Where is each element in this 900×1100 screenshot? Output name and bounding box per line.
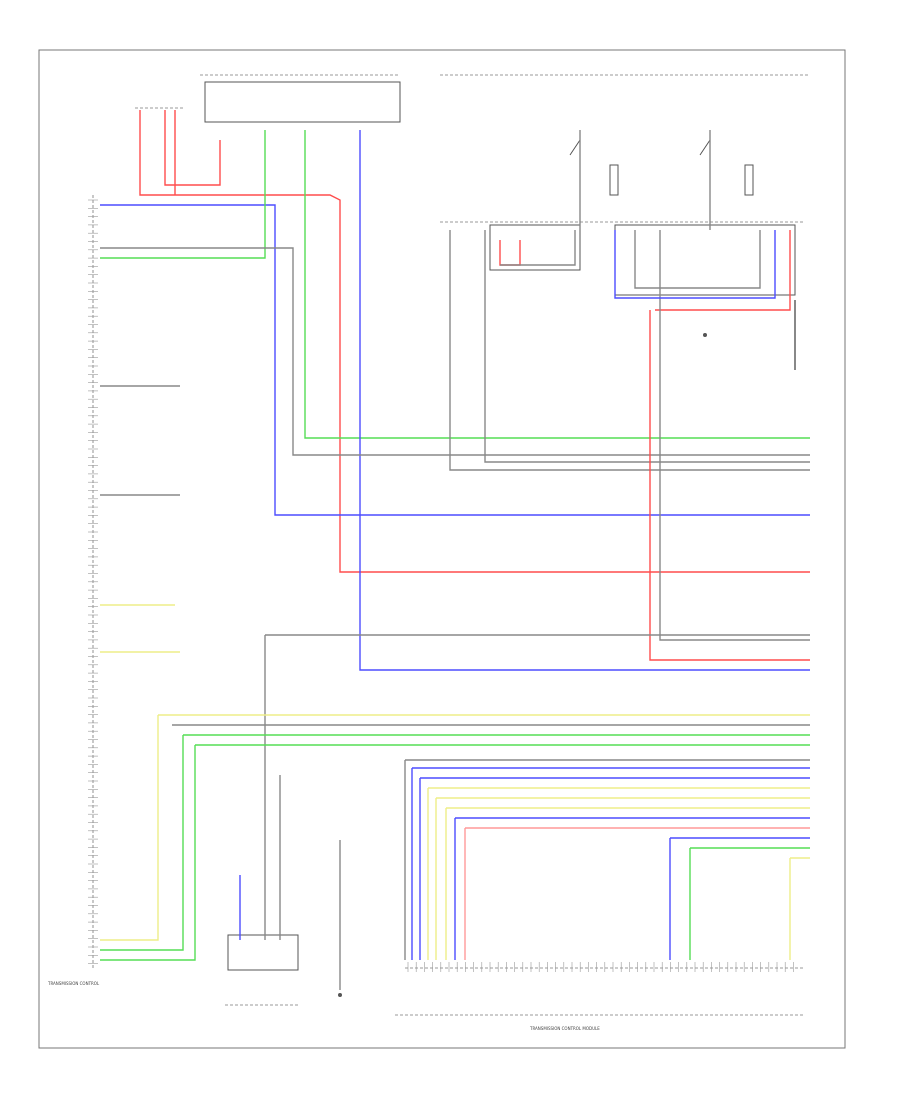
resistor-2 [744, 164, 754, 196]
blue-wire [614, 230, 776, 299]
gray-wire [404, 759, 810, 960]
blue-wire [454, 817, 810, 960]
pink-wire [464, 827, 810, 960]
gray-wire [634, 230, 761, 289]
blue-wire [100, 204, 810, 516]
blue-wire [359, 130, 810, 671]
red-wire [164, 110, 221, 186]
fuse-box-block [204, 81, 401, 123]
sensor-block [227, 934, 299, 971]
yellow-wire [435, 797, 810, 960]
yellow-wire [789, 857, 810, 960]
green-wire [100, 744, 810, 961]
red-wire [655, 230, 791, 311]
green-wire [689, 847, 810, 960]
yellow-wire [445, 807, 810, 960]
relay-box-left [489, 224, 581, 271]
gray-wire [659, 230, 810, 641]
relay-switch-2 [699, 130, 711, 156]
green-wire [100, 734, 810, 951]
gray-wire [449, 230, 810, 471]
green-wire [100, 130, 266, 259]
red-wire [649, 310, 810, 661]
bottom-module-label: TRANSMISSION CONTROL MODULE [529, 1026, 600, 1031]
blue-wire [419, 777, 810, 960]
blue-wire [411, 767, 810, 960]
wires [100, 110, 810, 990]
relay-box-right [614, 224, 796, 296]
ground-symbol [338, 333, 707, 997]
red-wire [499, 240, 521, 266]
relay-switch-1 [569, 130, 581, 156]
left-connector-pins [88, 199, 98, 964]
red-wire [139, 110, 810, 573]
green-wire [304, 130, 810, 439]
yellow-wire [100, 714, 810, 941]
gray-wire [500, 230, 576, 266]
bottom-connector-pins [407, 962, 794, 972]
gray-wire [100, 247, 810, 456]
resistor-1 [609, 164, 619, 196]
diagram-frame [38, 49, 846, 1049]
gray-wire [484, 230, 810, 463]
yellow-wire [427, 787, 810, 960]
left-connector-label: TRANSMISSION CONTROL [47, 981, 100, 986]
blue-wire [669, 837, 810, 960]
